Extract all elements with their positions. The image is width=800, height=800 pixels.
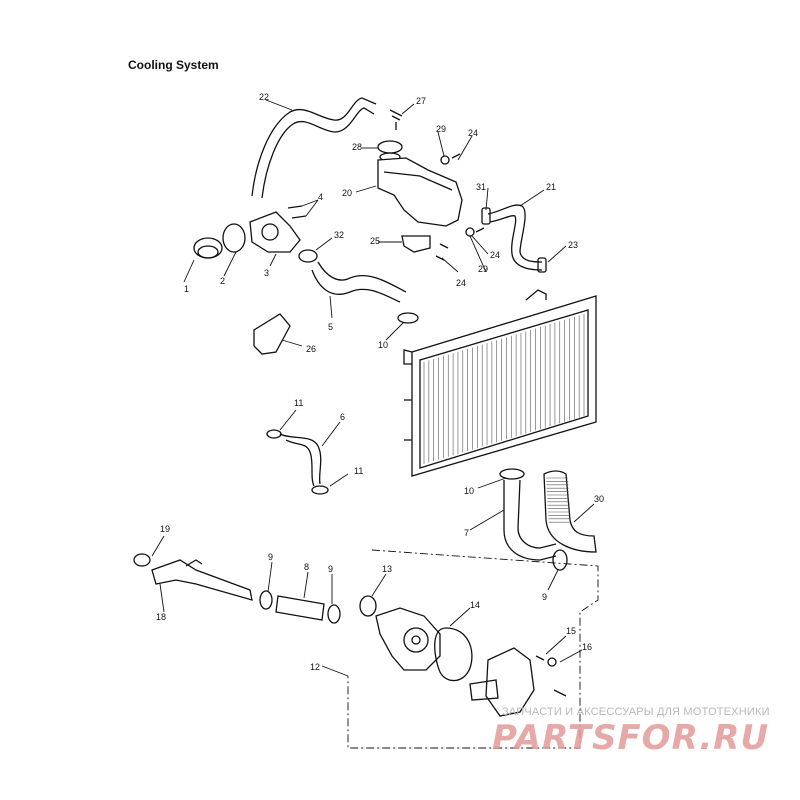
callout-28: 28	[352, 142, 362, 152]
part-16-washer	[547, 657, 557, 667]
callout-21: 21	[546, 182, 556, 192]
callout-27: 27	[416, 96, 426, 106]
part-11-clamp-a	[266, 429, 282, 439]
part-9-clamp-a	[259, 590, 273, 610]
callout-10-upper: 10	[378, 340, 388, 350]
callout-10-lower: 10	[464, 486, 474, 496]
part-23-clamp	[537, 257, 547, 273]
part-9-clamp-b	[327, 604, 341, 624]
callout-26: 26	[306, 344, 316, 354]
callout-5: 5	[328, 322, 333, 332]
callout-1: 1	[184, 284, 189, 294]
callout-9-b: 9	[328, 564, 333, 574]
callout-24-mid: 24	[490, 250, 500, 260]
part-6-hose	[279, 433, 322, 487]
part-15-bolt	[535, 655, 545, 661]
watermark-text: ЗАПЧАСТИ И АКСЕССУАРЫ ДЛЯ МОТОТЕХНИКИ	[502, 706, 770, 718]
part-3-thermostat-housing	[249, 211, 301, 253]
part-14-gasket	[434, 627, 473, 682]
callout-20: 20	[342, 188, 352, 198]
part-20-reservoir	[377, 157, 463, 227]
part-32-clamp	[298, 249, 318, 263]
callout-25: 25	[370, 236, 380, 246]
part-1-thermostat	[193, 237, 223, 259]
part-19-o-ring	[133, 553, 151, 567]
part-25-bracket	[401, 235, 431, 253]
callout-7: 7	[464, 528, 469, 538]
callout-9-c: 9	[542, 592, 547, 602]
water-pump-body	[375, 607, 441, 671]
callout-8: 8	[304, 562, 309, 572]
callout-24-top: 24	[468, 128, 478, 138]
callout-16: 16	[582, 642, 592, 652]
callout-12: 12	[310, 662, 320, 672]
callout-32: 32	[334, 230, 344, 240]
callout-22: 22	[259, 92, 269, 102]
part-8-hose	[275, 595, 325, 621]
callout-13: 13	[382, 564, 392, 574]
page-title: Cooling System	[128, 58, 219, 72]
part-5-upper-hose	[311, 261, 407, 303]
part-9-clamp-c	[552, 549, 568, 571]
part-26-cover	[253, 313, 291, 355]
part-10-clamp-upper	[397, 312, 419, 324]
callout-31: 31	[476, 182, 486, 192]
radiator	[403, 289, 597, 477]
part-29-washer	[440, 155, 450, 165]
part-27-fitting	[389, 109, 403, 130]
part-12-pump-assembly-boundary	[347, 549, 599, 749]
callout-6: 6	[340, 412, 345, 422]
callout-30: 30	[594, 494, 604, 504]
callout-11-a: 11	[294, 398, 303, 408]
part-10-clamp-lower	[499, 468, 525, 480]
callout-3: 3	[264, 268, 269, 278]
part-7-lower-hose	[503, 479, 557, 561]
callout-4: 4	[318, 192, 323, 202]
part-4-bolts	[287, 205, 307, 219]
part-21-hose	[487, 204, 543, 271]
part-2-o-ring	[222, 223, 246, 253]
part-30-corrugated-hose	[543, 470, 597, 553]
callout-23: 23	[568, 240, 578, 250]
callout-24-low: 24	[456, 278, 466, 288]
callout-14: 14	[470, 600, 480, 610]
callout-15: 15	[566, 626, 576, 636]
callout-11-b: 11	[354, 466, 363, 476]
callout-2: 2	[220, 276, 225, 286]
callout-18: 18	[156, 612, 166, 622]
callout-labels: 22 27 29 24 28 20 4 32 31 21 23 25 24 29…	[156, 92, 604, 672]
part-13-o-ring	[359, 595, 377, 617]
part-18-pipe	[151, 559, 253, 601]
leader-lines	[151, 99, 595, 677]
callout-29-mid: 29	[478, 264, 488, 274]
part-22-overflow-hose	[251, 97, 377, 199]
callout-29-top: 29	[436, 124, 446, 134]
callout-9-a: 9	[268, 552, 273, 562]
part-11-clamp-b	[311, 485, 329, 495]
watermark-logo: PARTSFOR.RU	[492, 718, 770, 758]
callout-19: 19	[160, 524, 170, 534]
part-28-cap	[377, 140, 403, 154]
